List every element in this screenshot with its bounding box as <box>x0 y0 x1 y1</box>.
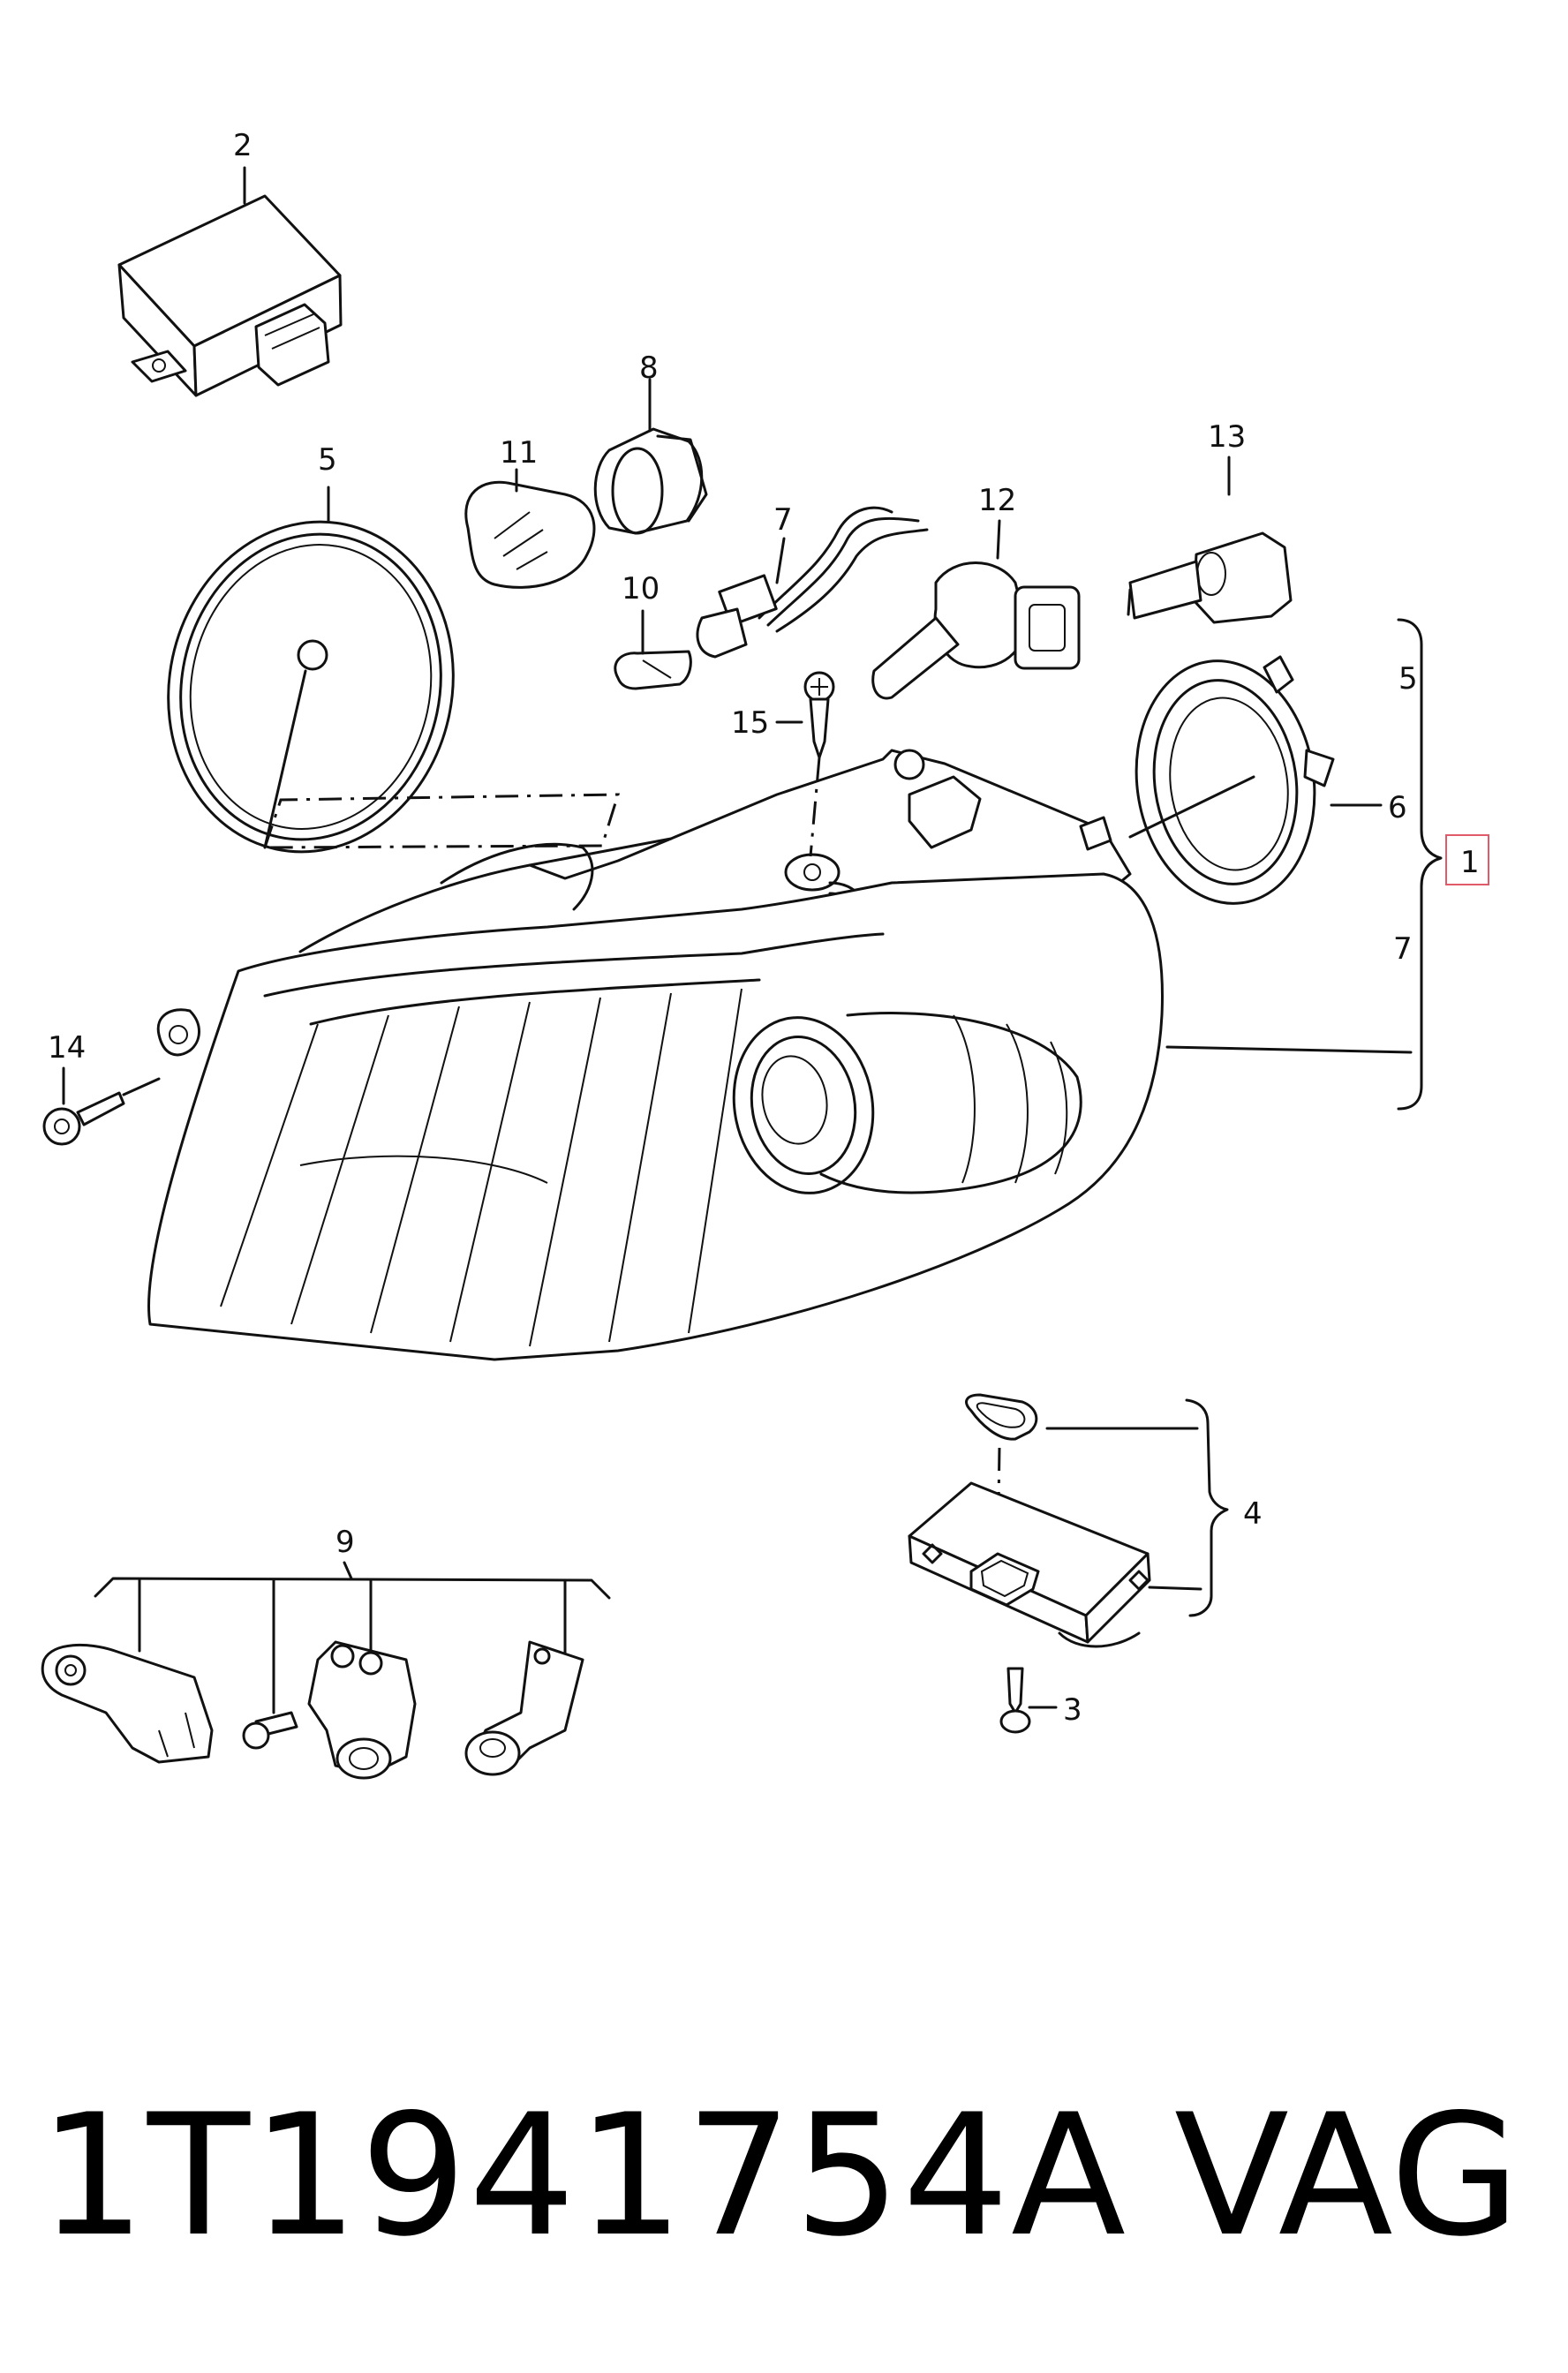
screw-15-part <box>775 671 835 759</box>
screw-3-part <box>999 1667 1058 1734</box>
callout-15: 15 <box>731 705 769 741</box>
bulb-11-part <box>464 468 596 589</box>
callout-7-top: 7 <box>773 502 793 538</box>
headlamp-housing-part <box>147 749 1413 1361</box>
callout-8: 8 <box>639 350 659 386</box>
callout-3: 3 <box>1063 1692 1082 1728</box>
screw-14-part <box>42 1066 161 1146</box>
callout-9: 9 <box>335 1525 355 1560</box>
callout-12: 12 <box>978 483 1016 518</box>
callout-4: 4 <box>1243 1496 1263 1532</box>
reflector-ring-6-part <box>1128 655 1383 905</box>
control-module-part <box>117 166 343 397</box>
part-number-label: 1T1941754A <box>39 2078 1128 2273</box>
bulb-12-part <box>871 519 1081 700</box>
callout-6: 6 <box>1388 790 1407 825</box>
callout-1-highlight-box <box>1445 834 1489 885</box>
callout-1: 1 <box>1460 845 1480 880</box>
callout-14: 14 <box>48 1030 86 1066</box>
bulb-socket-8-part <box>593 378 708 535</box>
callout-13: 13 <box>1208 419 1246 455</box>
wiring-7-part <box>696 506 929 659</box>
callout-5-left: 5 <box>318 442 337 478</box>
callout-2: 2 <box>233 128 253 163</box>
assembly-bracket-1 <box>1397 618 1443 1111</box>
brand-label: VAG <box>1174 2078 1520 2273</box>
bracket-kit-9-part <box>41 1561 611 1780</box>
callout-10: 10 <box>622 571 660 606</box>
seal-ring-part <box>167 486 455 854</box>
callout-5-right: 5 <box>1398 661 1418 697</box>
xenon-bulb-13-part <box>1127 456 1293 624</box>
callout-11: 11 <box>500 435 538 471</box>
callout-7-right: 7 <box>1393 931 1413 967</box>
bulb-10-part <box>614 609 692 690</box>
ballast-unit-4-part <box>908 1393 1229 1648</box>
